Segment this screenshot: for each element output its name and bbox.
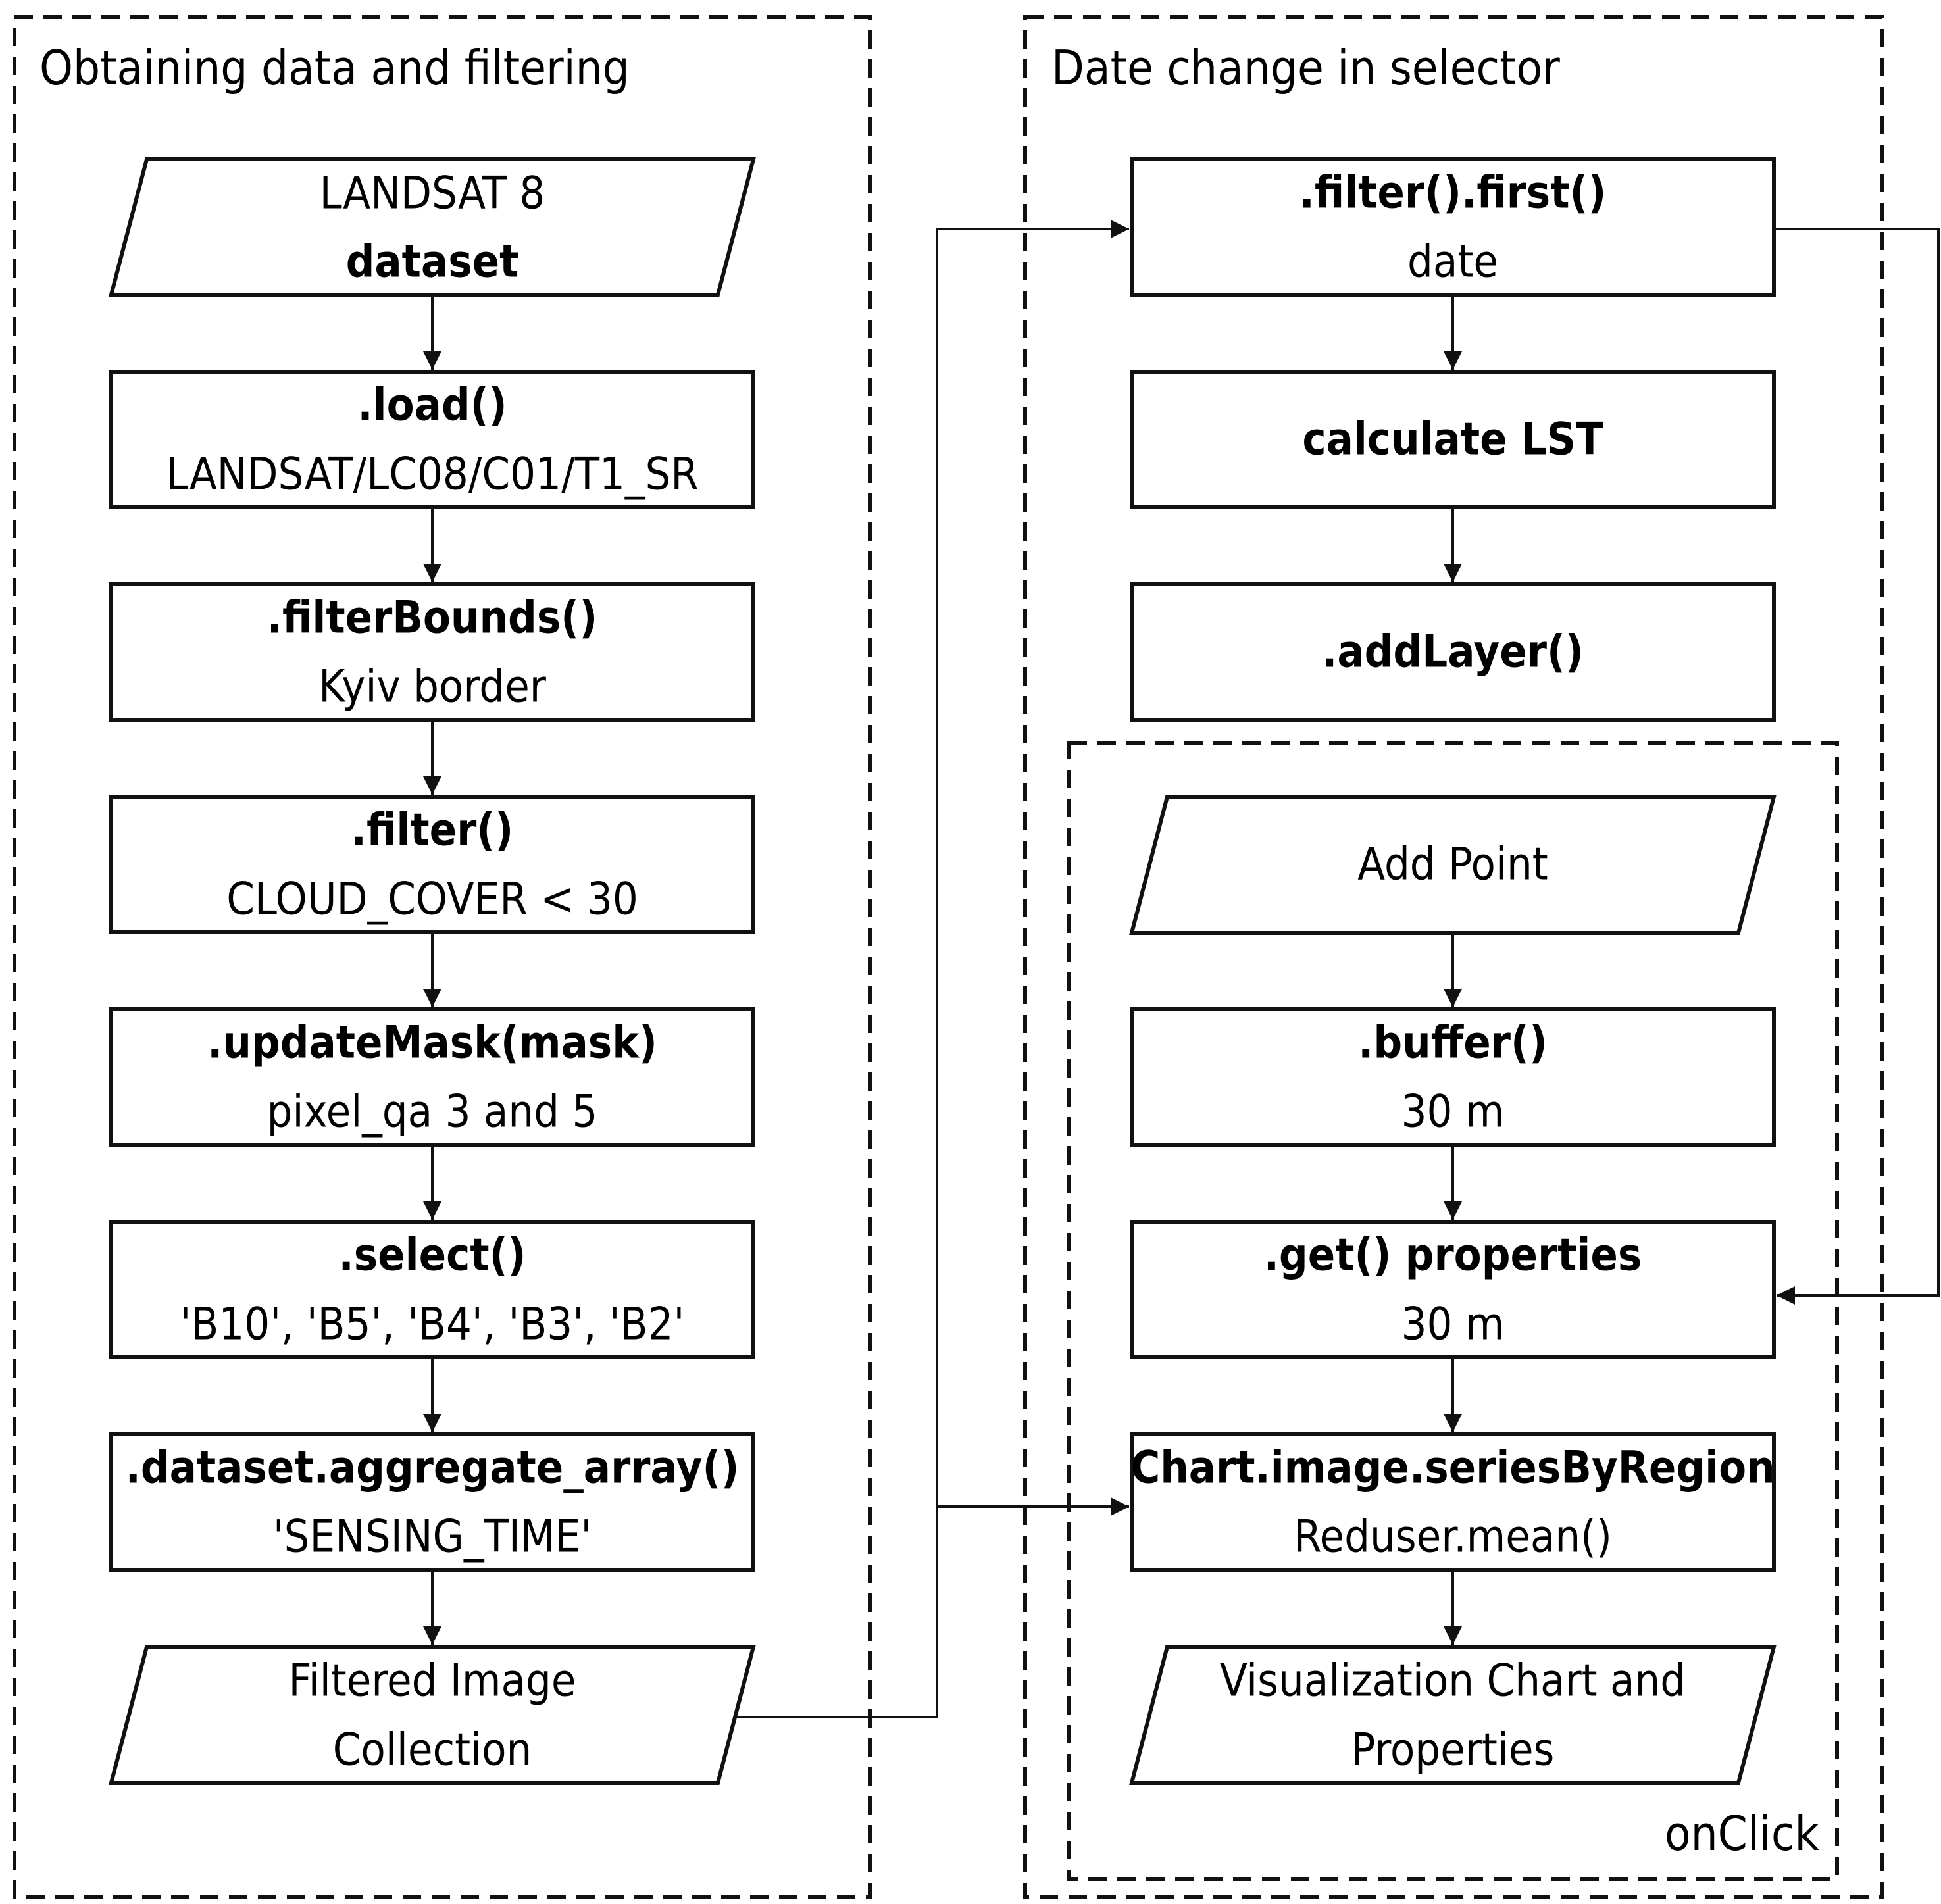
node-filterbounds-title: .filterBounds() (267, 592, 597, 644)
node-filterbounds-subtitle: Kyiv border (318, 661, 547, 713)
node-buffer-title: .buffer() (1358, 1017, 1548, 1069)
panel-onclick: onClick (1067, 741, 1839, 1881)
node-chart-subtitle: Reduser.mean() (1294, 1511, 1612, 1563)
node-updatemask: .updateMask(mask) pixel_qa 3 and 5 (109, 1007, 755, 1147)
node-chart-title: Chart.image.seriesByRegion (1130, 1442, 1775, 1494)
panel-obtaining-data: Obtaining data and filtering (13, 15, 872, 1899)
node-filter: .filter() CLOUD_COVER < 30 (109, 795, 755, 934)
node-load: .load() LANDSAT/LC08/C01/T1_SR (109, 370, 755, 509)
node-filter-first: .filter().first() date (1130, 157, 1776, 297)
panel-title-right: Date change in selector (1051, 40, 1560, 95)
node-aggregate-subtitle: 'SENSING_TIME' (273, 1511, 592, 1563)
node-buffer: .buffer() 30 m (1130, 1007, 1776, 1147)
node-updatemask-title: .updateMask(mask) (207, 1017, 657, 1069)
node-select-subtitle: 'B10', 'B5', 'B4', 'B3', 'B2' (180, 1299, 685, 1351)
node-aggregate: .dataset.aggregate_array() 'SENSING_TIME… (109, 1432, 755, 1572)
node-addpoint-title: Add Point (1357, 839, 1548, 891)
node-addlayer: .addLayer() (1130, 582, 1776, 722)
node-landsat-subtitle: dataset (346, 236, 519, 288)
node-addlayer-title: .addLayer() (1322, 626, 1584, 678)
node-viz-title: Visualization Chart and (1220, 1655, 1686, 1707)
node-load-subtitle: LANDSAT/LC08/C01/T1_SR (166, 449, 699, 501)
node-filtered-title: Filtered Image (288, 1655, 576, 1707)
node-filterfirst-subtitle: date (1407, 236, 1498, 288)
node-filterbounds: .filterBounds() Kyiv border (109, 582, 755, 722)
panel-title-inner: onClick (1665, 1806, 1820, 1861)
node-lst-title: calculate LST (1302, 414, 1603, 466)
node-aggregate-title: .dataset.aggregate_array() (126, 1442, 740, 1494)
node-get-properties: .get() properties 30 m (1130, 1220, 1776, 1359)
node-viz-subtitle: Properties (1351, 1724, 1555, 1776)
node-buffer-subtitle: 30 m (1401, 1086, 1505, 1138)
node-calculate-lst: calculate LST (1130, 370, 1776, 509)
node-getprops-subtitle: 30 m (1401, 1299, 1505, 1351)
arrow-filtered-to-filterfirst (736, 220, 1129, 1718)
node-select-title: .select() (338, 1230, 526, 1282)
node-select: .select() 'B10', 'B5', 'B4', 'B3', 'B2' (109, 1220, 755, 1359)
panel-title-left: Obtaining data and filtering (39, 40, 630, 95)
node-getprops-title: .get() properties (1264, 1230, 1642, 1282)
node-chart-series: Chart.image.seriesByRegion Reduser.mean(… (1130, 1432, 1776, 1572)
node-landsat-dataset: LANDSAT 8 dataset (109, 157, 756, 297)
connectors-cross (736, 220, 1940, 1718)
node-filter-title: .filter() (351, 805, 513, 857)
node-filtered-subtitle: Collection (333, 1724, 532, 1776)
node-add-point: Add Point (1129, 795, 1777, 935)
panel-date-change: Date change in selector (1023, 15, 1884, 1899)
node-landsat-title: LANDSAT 8 (320, 168, 545, 220)
arrow-filterfirst-to-getprops (1774, 228, 1940, 1305)
node-updatemask-subtitle: pixel_qa 3 and 5 (267, 1086, 598, 1138)
node-filtered-collection: Filtered Image Collection (109, 1645, 756, 1785)
node-load-title: .load() (357, 380, 507, 432)
node-filter-subtitle: CLOUD_COVER < 30 (226, 874, 638, 926)
node-visualization: Visualization Chart and Properties (1129, 1645, 1777, 1785)
node-filterfirst-title: .filter().first() (1299, 167, 1607, 219)
